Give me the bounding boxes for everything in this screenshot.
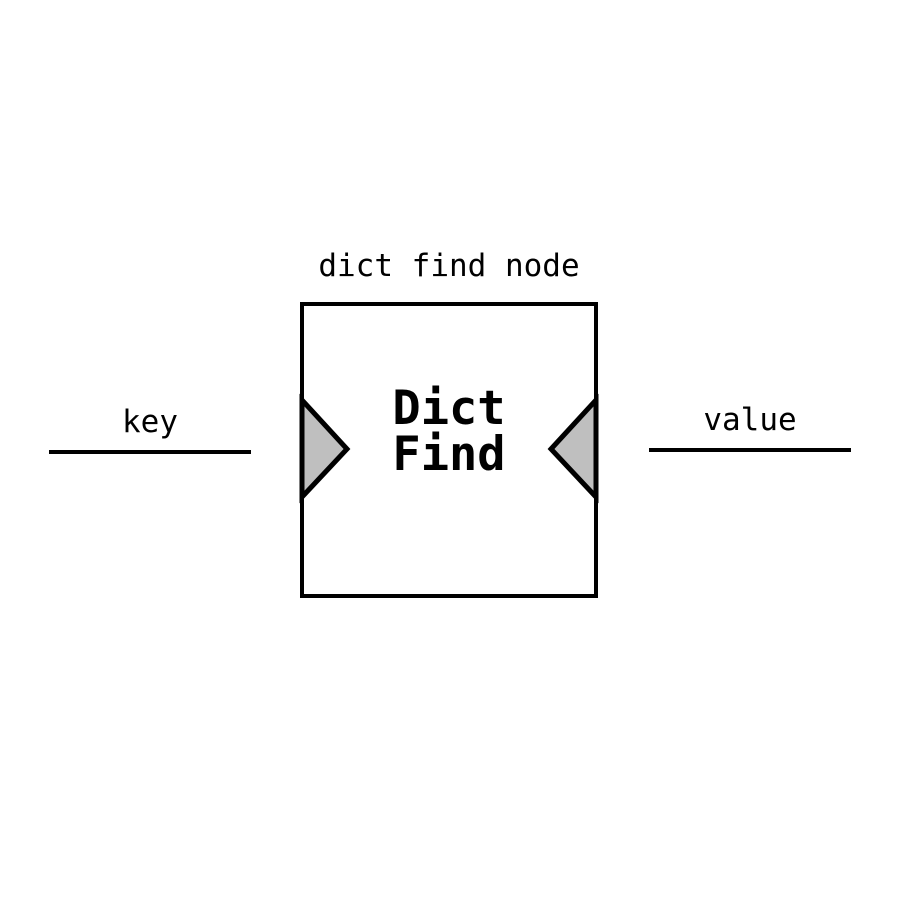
input-port-triangle-icon[interactable] xyxy=(299,393,351,504)
key-wire-label: key xyxy=(122,404,178,440)
node-body-label-line2: Find xyxy=(392,427,506,482)
node-body-label-line1: Dict xyxy=(392,381,506,436)
output-port-triangle-icon[interactable] xyxy=(547,393,599,504)
node-title: dict find node xyxy=(318,248,580,284)
node-body-label: Dict Find xyxy=(300,385,598,482)
value-wire-label: value xyxy=(703,402,797,438)
